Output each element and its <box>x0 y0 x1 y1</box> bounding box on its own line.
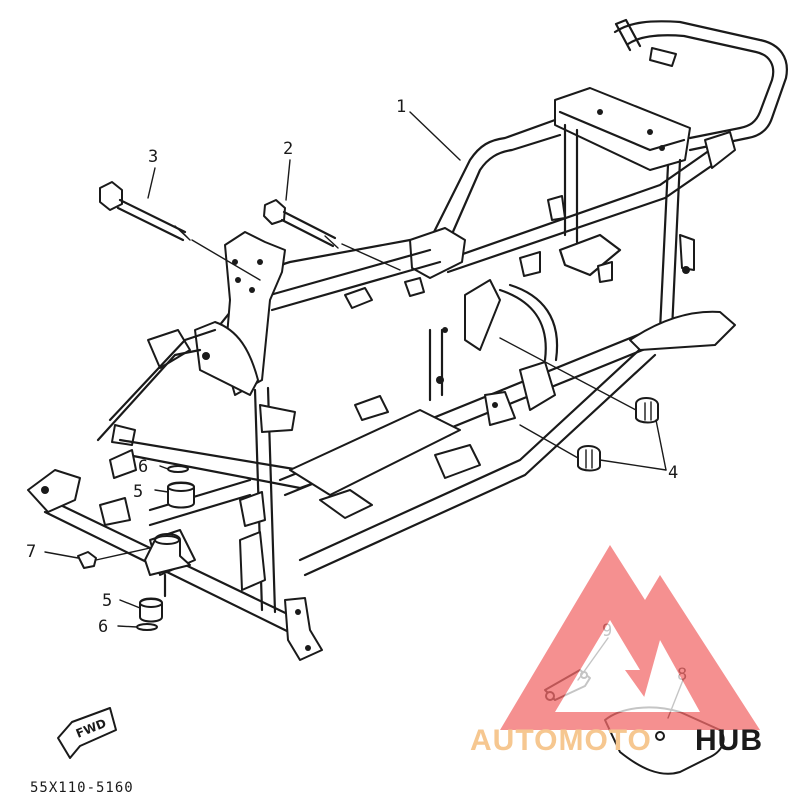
callout-4: 4 <box>668 463 678 483</box>
leader-nut-4-lower <box>519 424 579 459</box>
nut-4-lower <box>577 445 601 472</box>
callout-6-upper: 6 <box>138 457 148 477</box>
bolt-long-3 <box>99 181 261 281</box>
bolt-7 <box>77 547 151 569</box>
damper-5-upper <box>167 481 195 509</box>
watermark-logo <box>500 545 760 730</box>
callout-2: 2 <box>283 139 293 159</box>
watermark: AUTOMOTO HUB <box>470 545 763 757</box>
lower-mount-boss <box>144 533 191 598</box>
collar-6-upper <box>167 465 189 473</box>
callout-1: 1 <box>396 97 406 117</box>
nut-4-upper <box>635 397 659 424</box>
watermark-text-automoto: AUTOMOTO <box>470 724 652 757</box>
callout-5-upper: 5 <box>133 482 143 502</box>
watermark-text-hub: HUB <box>695 724 763 757</box>
bolt-short-2 <box>263 199 401 271</box>
callout-5-lower: 5 <box>102 591 112 611</box>
damper-5-lower <box>139 597 163 623</box>
diagram-code: 55X110-5160 <box>30 780 134 796</box>
leader-nut-4-upper <box>499 337 637 411</box>
fwd-arrow: FWD <box>57 707 117 759</box>
callout-6-lower: 6 <box>98 617 108 637</box>
callout-7: 7 <box>26 542 36 562</box>
callout-3: 3 <box>148 147 158 167</box>
main-frame <box>27 18 788 661</box>
collar-6-lower <box>136 623 158 631</box>
